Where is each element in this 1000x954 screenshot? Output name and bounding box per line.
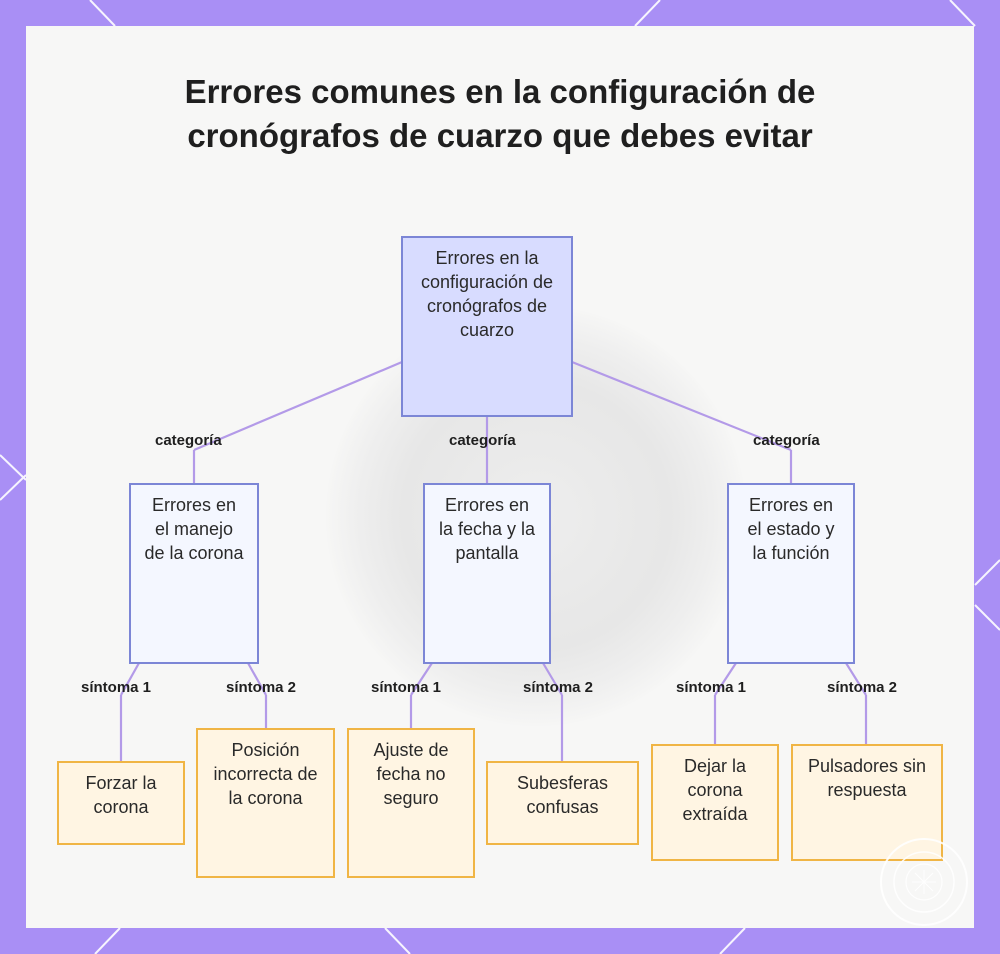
symptom-node-label: Ajuste de fecha no seguro [373, 740, 449, 808]
symptom-node-crown-position: Posición incorrecta de la corona [196, 728, 335, 878]
category-node-state-function: Errores en el estado y la función [727, 483, 855, 664]
category-node-label: Errores en la fecha y la pantalla [438, 495, 536, 563]
category-node-label: Errores en el manejo de la corona [144, 495, 244, 563]
symptom-node-label: Dejar la corona extraída [682, 756, 748, 824]
symptom-node-unsafe-date: Ajuste de fecha no seguro [347, 728, 475, 878]
symptom-node-subdials: Subesferas confusas [486, 761, 639, 845]
edge-label-category-1: categoría [155, 432, 222, 449]
symptom-node-label: Forzar la corona [85, 773, 157, 817]
edge-label-symptom-2: síntoma 2 [226, 679, 297, 696]
root-node-label: Errores en la configuración de cronógraf… [420, 248, 554, 340]
edge-label-symptom-2: síntoma 2 [523, 679, 594, 696]
category-node-crown: Errores en el manejo de la corona [129, 483, 259, 664]
edge-label-category-3: categoría [753, 432, 820, 449]
category-node-label: Errores en el estado y la función [747, 495, 835, 563]
category-node-date-display: Errores en la fecha y la pantalla [423, 483, 551, 664]
symptom-node-label: Pulsadores sin respuesta [807, 756, 927, 800]
page-title: Errores comunes en la configuración de c… [184, 73, 816, 154]
edge-label-category-2: categoría [449, 432, 516, 449]
edge-label-symptom-1: síntoma 1 [676, 679, 747, 696]
edge-label-symptom-1: síntoma 1 [371, 679, 442, 696]
root-node: Errores en la configuración de cronógraf… [401, 236, 573, 417]
edge-label-symptom-2: síntoma 2 [827, 679, 898, 696]
edge-label-symptom-1: síntoma 1 [81, 679, 152, 696]
symptom-node-label: Subesferas confusas [516, 773, 609, 817]
symptom-node-crown-pulled: Dejar la corona extraída [651, 744, 779, 861]
symptom-node-force-crown: Forzar la corona [57, 761, 185, 845]
watermark-seal-icon [880, 838, 968, 926]
symptom-node-label: Posición incorrecta de la corona [213, 740, 318, 808]
